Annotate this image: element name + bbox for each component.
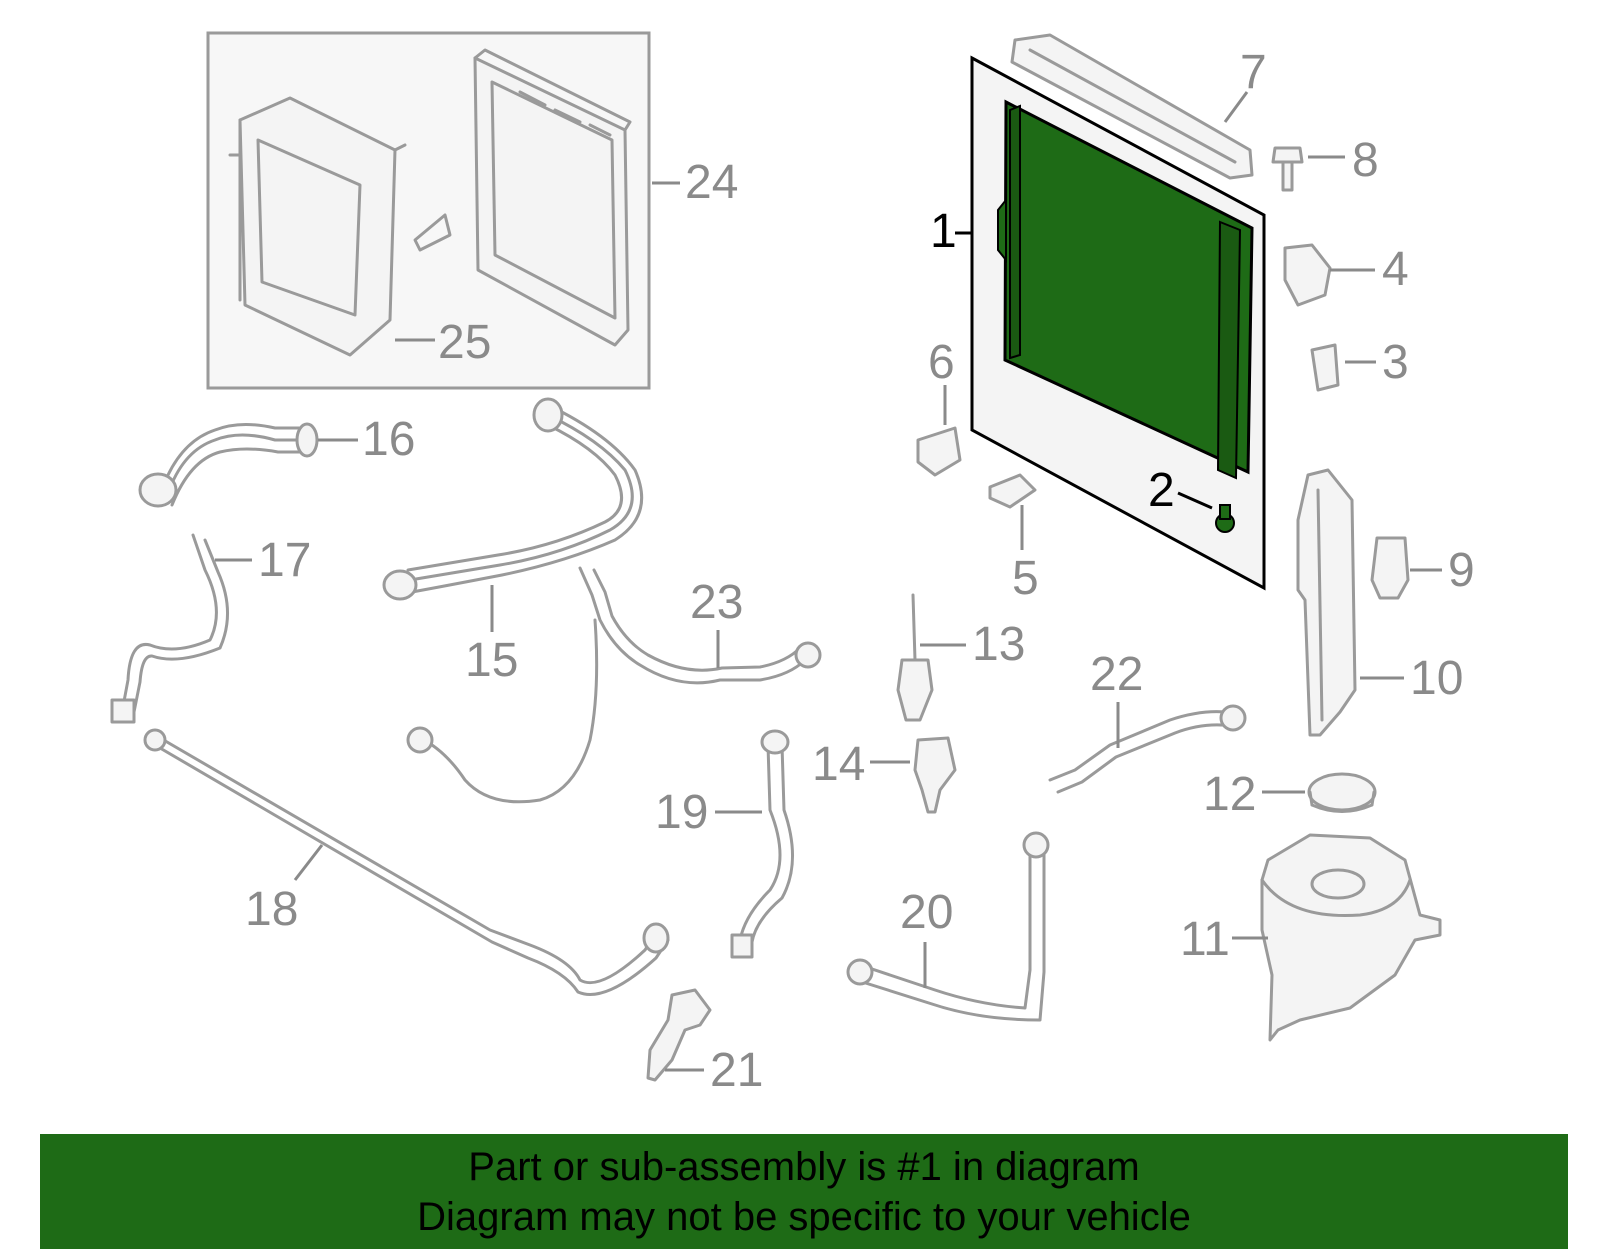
callout-18: 18: [245, 883, 298, 936]
callout-20: 20: [900, 886, 953, 939]
part-3-grommet[interactable]: [1310, 343, 1340, 392]
part-8-screw[interactable]: [1271, 146, 1304, 192]
callout-11: 11: [1180, 913, 1230, 966]
callout-8: 8: [1352, 134, 1379, 187]
callout-1: 1: [930, 205, 957, 258]
callout-5: 5: [1012, 552, 1039, 605]
callout-21: 21: [710, 1044, 763, 1097]
footer-line-2: Diagram may not be specific to your vehi…: [417, 1194, 1191, 1239]
callout-7: 7: [1240, 46, 1267, 99]
callout-15: 15: [465, 634, 518, 687]
callout-24: 24: [685, 156, 738, 209]
part-6-bracket[interactable]: [916, 426, 962, 477]
callout-23: 23: [690, 576, 743, 629]
part-21-connector[interactable]: [646, 988, 712, 1082]
part-18-pipe[interactable]: [143, 728, 670, 996]
callout-14: 14: [812, 738, 865, 791]
part-10-air-duct[interactable]: [1296, 468, 1357, 737]
part-11-expansion-tank[interactable]: [1260, 833, 1442, 1042]
callout-16: 16: [362, 413, 415, 466]
callout-9: 9: [1448, 544, 1475, 597]
part-16-hose[interactable]: [138, 422, 319, 508]
callout-19: 19: [655, 786, 708, 839]
callout-6: 6: [928, 336, 955, 389]
footer-banner: Part or sub-assembly is #1 in diagram Di…: [40, 1134, 1568, 1249]
part-13-level-sensor[interactable]: [896, 593, 934, 722]
callout-12: 12: [1203, 768, 1256, 821]
callout-2: 2: [1148, 464, 1175, 517]
footer-line-1: Part or sub-assembly is #1 in diagram: [468, 1144, 1140, 1189]
callout-4: 4: [1382, 243, 1409, 296]
callout-3: 3: [1382, 336, 1409, 389]
part-23-hose[interactable]: [406, 566, 822, 804]
part-15-hose[interactable]: [382, 397, 644, 601]
part-19-hose[interactable]: [730, 729, 794, 959]
part-1-radiator-assembly[interactable]: [970, 33, 1266, 591]
part-25-shroud[interactable]: [228, 96, 452, 357]
inset-box: 24 25: [206, 31, 738, 390]
callout-22: 22: [1090, 648, 1143, 701]
part-7-support[interactable]: [1010, 33, 1254, 180]
part-22-pipe[interactable]: [1048, 704, 1247, 794]
part-9-sensor[interactable]: [1370, 536, 1410, 600]
part-14-temp-sensor[interactable]: [913, 736, 957, 814]
part-17-hose[interactable]: [110, 533, 230, 724]
part-12-cap[interactable]: [1307, 772, 1377, 813]
callout-17: 17: [258, 534, 311, 587]
part-24-radiator[interactable]: [473, 48, 632, 347]
callout-13: 13: [972, 618, 1025, 671]
callout-10: 10: [1410, 652, 1463, 705]
part-4-clip[interactable]: [1283, 243, 1332, 307]
callout-25: 25: [438, 316, 491, 369]
part-5-mount[interactable]: [988, 473, 1037, 509]
part-20-hose[interactable]: [846, 831, 1050, 1022]
part-2-bolt[interactable]: [1215, 504, 1235, 533]
